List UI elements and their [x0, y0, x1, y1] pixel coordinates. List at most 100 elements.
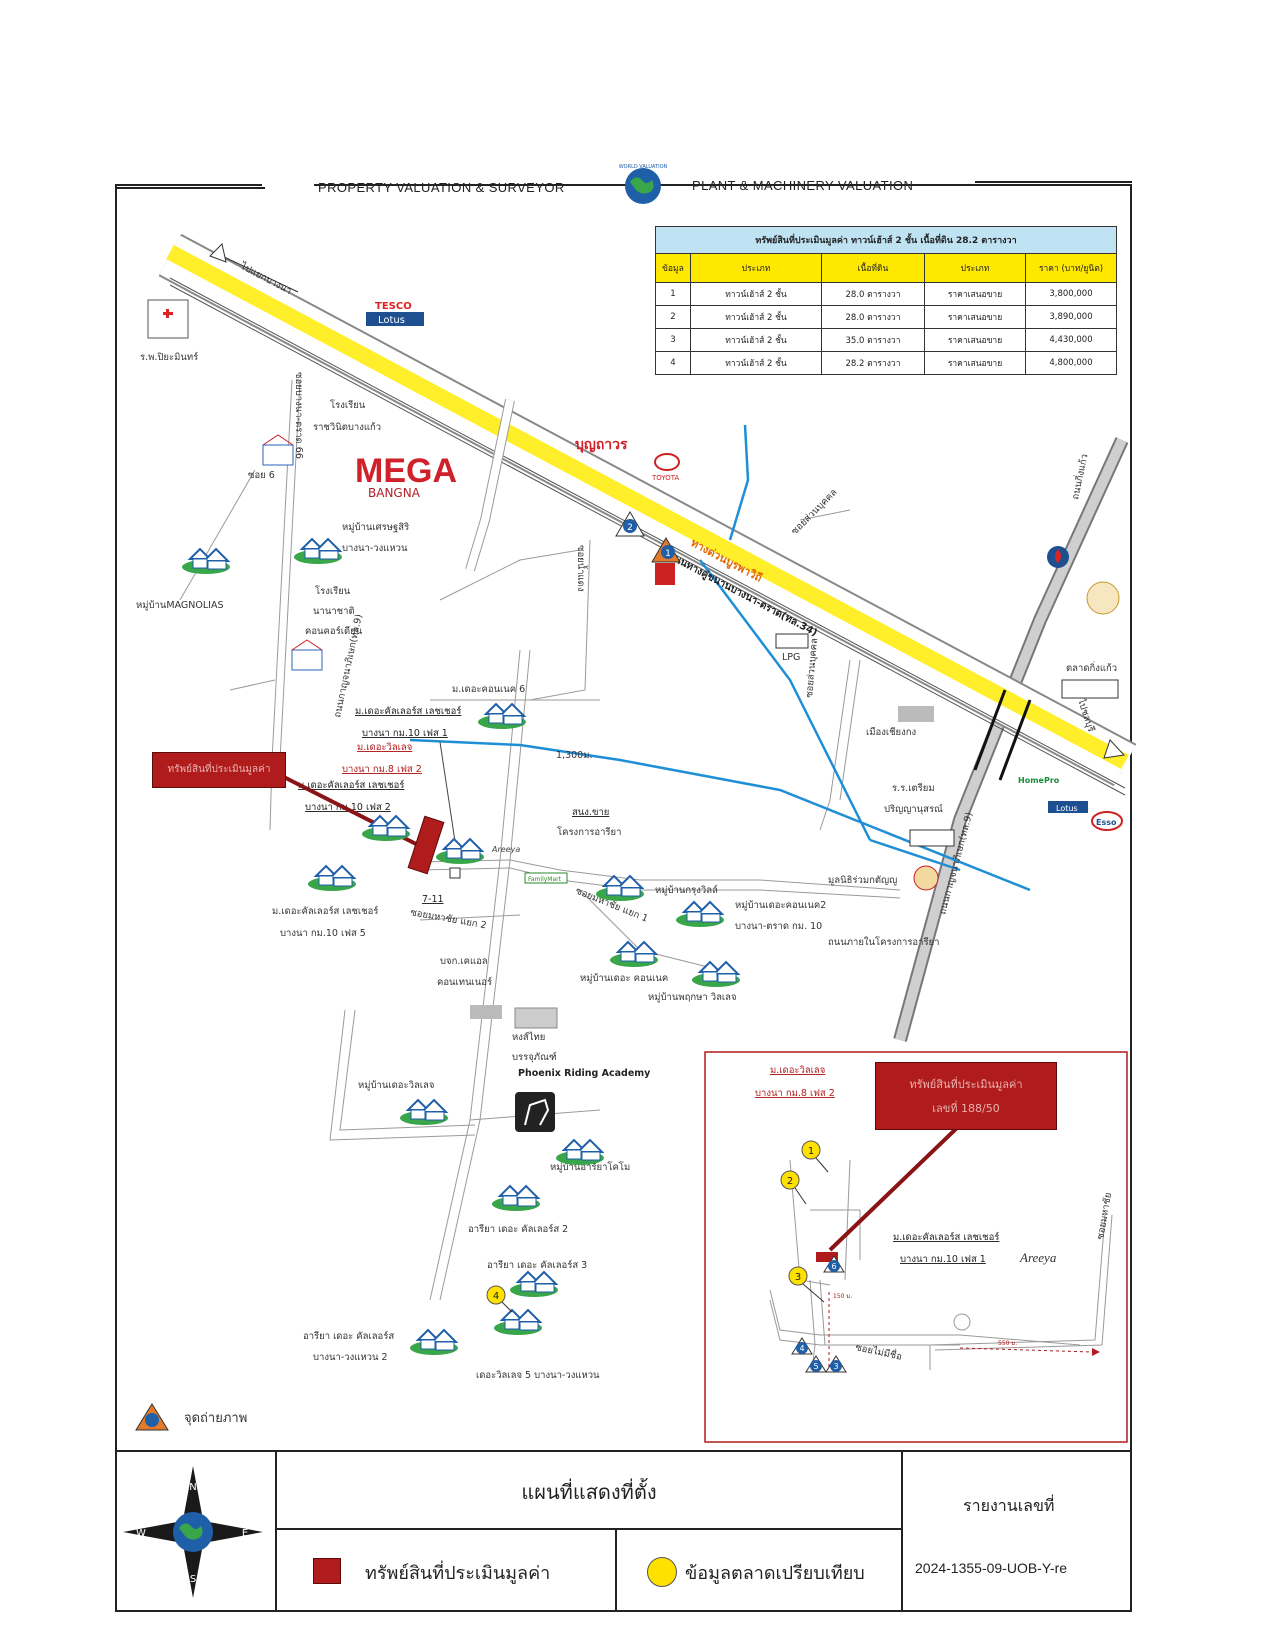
- table-header-cell: ประเภท: [924, 253, 1026, 283]
- inset-dist-150: 150 ม.: [833, 1293, 852, 1300]
- inset-subject-callout: ทรัพย์สินที่ประเมินมูลค่า เลขที่ 188/50: [875, 1062, 1057, 1130]
- inset-photo-point-6: 6: [823, 1255, 845, 1273]
- photo-point-2: 2: [615, 511, 645, 537]
- seven-eleven-label: 7-11: [422, 894, 444, 905]
- market-icon: [1061, 679, 1119, 699]
- connect-2a-label: หมู่บ้านเดอะคอนเนค2: [735, 900, 826, 911]
- school-concordian-3: คอนคอร์เดียน: [305, 625, 363, 637]
- village-house-icon: [556, 1138, 605, 1165]
- inset-photo-point-3: 3: [825, 1355, 847, 1373]
- table-cell: 4: [655, 351, 691, 375]
- canals: [409, 424, 1031, 892]
- table-cell: 4,800,000: [1025, 351, 1117, 375]
- village-house-icon: [410, 1328, 459, 1355]
- inset-callout-text-2: เลขที่ 188/50: [932, 1102, 1000, 1115]
- table-header-cell: ประเภท: [690, 253, 822, 283]
- school-pariyat-label-2: ปริญญานุสรณ์: [884, 803, 943, 815]
- table-cell: 2: [655, 305, 691, 329]
- ville-5-label: เดอะวิลเลจ 5 บางนา-วงแหวน: [476, 1370, 600, 1381]
- clusters-1b-label: บางนา กม.10 เฟส 1: [362, 728, 448, 739]
- areeya-ring-label-1: อารียา เดอะ คัลเลอร์ส: [303, 1330, 394, 1342]
- report-number: 2024-1355-09-UOB-Y-re: [915, 1560, 1068, 1576]
- warehouse-icons: [470, 1005, 558, 1029]
- ville-phase2b-label: บางนา กม.8 เฟส 2: [342, 764, 422, 775]
- logo-text: WORLD VALUATION: [619, 164, 668, 170]
- horse-icon: [515, 1092, 555, 1132]
- inset-photo-point-4: 4: [791, 1337, 813, 1355]
- soi-66-label: ซอยบางนา-ตราด 66: [293, 372, 304, 459]
- lpg-icon: [775, 633, 809, 649]
- svg-text:1: 1: [665, 549, 671, 559]
- lotus-logo: Lotus: [1056, 804, 1078, 813]
- village-the-ville-label: หมู่บ้านเดอะวิลเลจ: [358, 1080, 434, 1091]
- familymart-logo: FamilyMart: [528, 876, 562, 883]
- school-icon: [262, 434, 294, 466]
- inset-dist-550: 550 ม.: [998, 1340, 1017, 1347]
- school-building-icon: [909, 829, 955, 847]
- map-frame: [115, 184, 1132, 1612]
- clusters-1a-label: ม.เดอะคัลเลอร์ส เลชเชอร์: [355, 705, 461, 717]
- inset-clusters-b: บางนา กม.10 เฟส 1: [900, 1254, 986, 1265]
- foundation-icon: [913, 865, 939, 891]
- temple-icon: [1086, 581, 1120, 615]
- kingkaew-road-label: ถนนกิ่งแก้ว: [1068, 453, 1090, 501]
- esso-logo: Esso: [1096, 818, 1117, 827]
- inset-callout-text-1: ทรัพย์สินที่ประเมินมูลค่า: [909, 1078, 1023, 1091]
- photo-point-legend-icon: [135, 1403, 169, 1431]
- riding-label-3: Phoenix Riding Academy: [518, 1068, 651, 1079]
- subject-callout-text: ทรัพย์สินที่ประเมินมูลค่า: [167, 764, 271, 775]
- soi-6-label: ซอย 6: [248, 470, 275, 481]
- inset-photo-point-5: 5: [805, 1355, 827, 1373]
- map-footer: N S W E แผนที่แสดงที่ตั้ง ทรัพย์สินที่ปร…: [115, 1450, 1132, 1612]
- village-house-icon: [494, 1308, 543, 1335]
- soi-mahachai-2-label: ซอยมหาชัย แยก 2: [409, 907, 487, 931]
- village-house-icon: [182, 547, 231, 574]
- areeya-clusters-3-label: อารียา เดอะ คัลเลอร์ส 3: [487, 1259, 587, 1271]
- boonthavorn-logo: บุญถาวร: [575, 437, 628, 453]
- village-setthasiri-label-2: บางนา-วงแหวน: [342, 543, 408, 554]
- legend-subject-cell: ทรัพย์สินที่ประเมินมูลค่า: [277, 1530, 617, 1612]
- school-rachawinit-label-2: ราชวินิตบางแก้ว: [313, 422, 381, 433]
- legend-comparable-label: ข้อมูลตลาดเปรียบเทียบ: [685, 1563, 865, 1584]
- village-house-icon: [362, 814, 411, 841]
- toyota-icon: [654, 453, 680, 471]
- svg-text:5: 5: [813, 1362, 818, 1371]
- table-header-row: ข้อมูล ประเภท เนื้อที่ดิน ประเภท ราคา (บ…: [655, 253, 1117, 283]
- ptt-icon: [1047, 546, 1069, 568]
- inset-areeya-logo: Areeya: [1019, 1250, 1057, 1265]
- red-station-icon: [655, 563, 675, 585]
- comparable-marker-4: 4: [486, 1285, 513, 1313]
- report-label: รายงานเลขที่: [963, 1496, 1055, 1515]
- hospital-label: ร.พ.ปิยะมินทร์: [140, 351, 198, 363]
- inset-comparable-1: 1: [801, 1140, 829, 1173]
- village-house-icon: [510, 1270, 559, 1297]
- table-header-cell: ราคา (บาท/ยูนิต): [1025, 253, 1117, 283]
- svg-text:2: 2: [787, 1176, 793, 1187]
- table-cell: 1: [655, 282, 691, 306]
- village-setthasiri-label-1: หมู่บ้านเศรษฐสิริ: [342, 522, 409, 533]
- table-cell: 28.0 ตารางวา: [821, 305, 925, 329]
- company-label-1: บจก.เคแอล: [440, 956, 488, 967]
- table-cell: 4,430,000: [1025, 328, 1117, 352]
- svg-text:4: 4: [493, 1291, 499, 1302]
- hospital-icon: [147, 299, 189, 339]
- report-cell: รายงานเลขที่ 2024-1355-09-UOB-Y-re: [903, 1452, 1130, 1612]
- svg-text:3: 3: [833, 1362, 838, 1371]
- compass-rose-icon: N S W E: [123, 1466, 263, 1598]
- village-house-icon: [596, 874, 645, 901]
- table-cell: 28.2 ตารางวา: [821, 351, 925, 375]
- school-concordian-1: โรงเรียน: [315, 585, 351, 597]
- connect-6-label: ม.เดอะคอนเนค 6: [452, 684, 525, 695]
- areeya-road-label: ถนนภายในโครงการอารียา: [828, 936, 939, 948]
- svg-text:4: 4: [799, 1344, 804, 1353]
- photo-point-1: 1: [651, 537, 681, 563]
- table-caption: ทรัพย์สินที่ประเมินมูลค่า ทาวน์เฮ้าส์ 2 …: [655, 226, 1117, 254]
- svg-text:2: 2: [627, 523, 633, 533]
- soi-nam-daeng-label: ซอยน้ำแดง: [575, 545, 588, 591]
- world-valuation-logo: WORLD VALUATION: [619, 164, 668, 204]
- village-house-icon: [610, 940, 659, 967]
- foundation-label: มูลนิธิร่วมกตัญญู: [828, 875, 897, 886]
- tesco-lotus-logo: TESCO Lotus: [366, 301, 424, 326]
